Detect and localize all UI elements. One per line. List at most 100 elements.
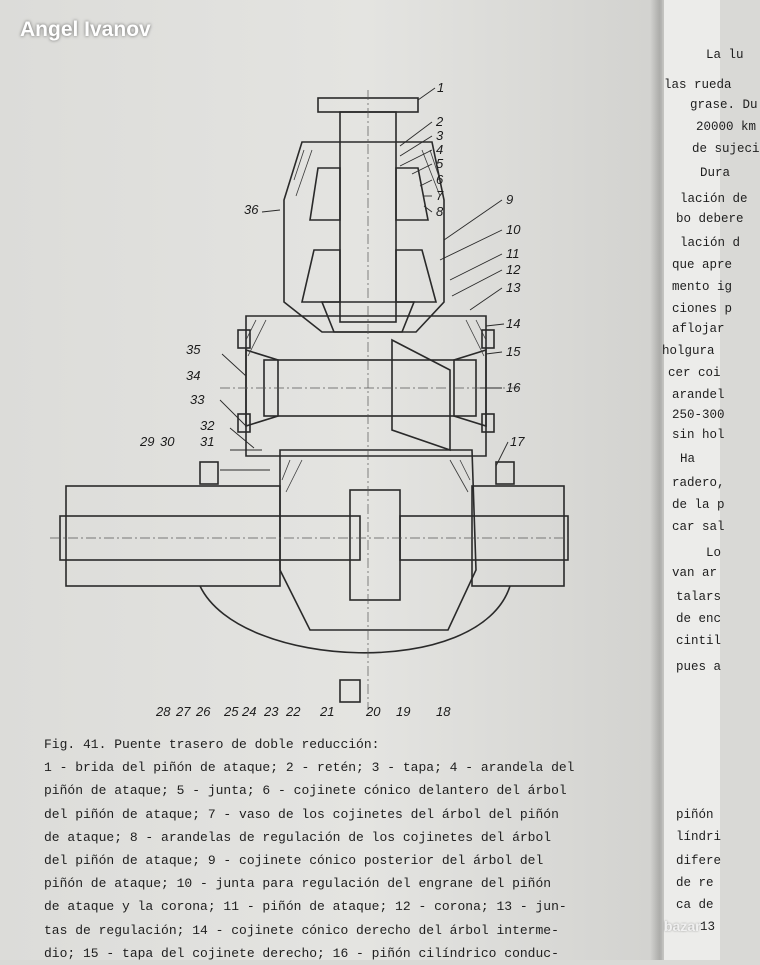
right-page-line: ca de xyxy=(676,898,714,912)
caption-line: piñón de ataque; 10 - junta para regulac… xyxy=(44,876,552,892)
rear-bearing-left xyxy=(300,249,341,303)
axle-drawing xyxy=(50,87,569,710)
right-page-line: radero, xyxy=(672,476,725,490)
caption-line: dio; 15 - tapa del cojinete derecho; 16 … xyxy=(44,945,559,961)
callout-8: 8 xyxy=(436,204,444,219)
right-page-line: 20000 km xyxy=(696,120,757,134)
right-page-line: de re xyxy=(676,876,714,890)
right-page-line: grase. Du xyxy=(690,98,758,112)
callout-35: 35 xyxy=(186,342,201,357)
bottom-cover xyxy=(199,585,511,654)
differential-case xyxy=(279,449,477,631)
crown-gear xyxy=(391,338,451,452)
right-page-line: Lo xyxy=(706,546,722,560)
callout-12: 12 xyxy=(506,262,521,277)
right-page-line: holgura xyxy=(662,344,715,358)
callout-33: 33 xyxy=(190,392,205,407)
spider-gears xyxy=(349,489,401,601)
right-page-line: bo debere xyxy=(676,212,744,226)
front-bearing-right xyxy=(395,167,429,221)
caption-line: 1 - brida del piñón de ataque; 2 - retén… xyxy=(44,760,575,776)
right-page-line: de enc xyxy=(676,612,722,626)
left-page xyxy=(0,0,662,960)
right-page-line: 13 xyxy=(700,920,716,934)
right-page-line: difere xyxy=(676,854,722,868)
callout-16: 16 xyxy=(506,380,521,395)
right-page-line: de sujeci xyxy=(692,142,760,156)
right-page-line: lación de xyxy=(680,192,748,206)
callout-21: 21 xyxy=(320,704,335,719)
drain-plug xyxy=(339,679,361,703)
callout-14: 14 xyxy=(506,316,521,331)
right-axle-tube xyxy=(471,485,565,587)
callout-23: 23 xyxy=(264,704,279,719)
figure-caption: Fig. 41. Puente trasero de doble reducci… xyxy=(44,733,660,965)
right-page-line: mento ig xyxy=(672,280,733,294)
callout-6: 6 xyxy=(436,172,444,187)
callout-3: 3 xyxy=(436,128,444,143)
callout-10: 10 xyxy=(506,222,521,237)
callout-30: 30 xyxy=(160,434,175,449)
caption-line: de ataque y la corona; 11 - piñón de ata… xyxy=(44,899,567,915)
callout-22: 22 xyxy=(286,704,301,719)
callout-9: 9 xyxy=(506,192,514,207)
right-page-line: líndri xyxy=(676,830,722,844)
right-page-line: de la p xyxy=(672,498,725,512)
site-logo: bazar xyxy=(664,918,701,934)
callout-29: 29 xyxy=(140,434,155,449)
callout-36: 36 xyxy=(244,202,259,217)
rear-bearing-right xyxy=(395,249,438,303)
callout-31: 31 xyxy=(200,434,215,449)
callout-4: 4 xyxy=(436,142,444,157)
right-page-line: arandel xyxy=(672,388,725,402)
right-page-line: sin hol xyxy=(672,428,725,442)
right-page-line: Ha xyxy=(680,452,696,466)
pinion-housing xyxy=(283,141,445,333)
callout-26: 26 xyxy=(196,704,211,719)
callout-15: 15 xyxy=(506,344,521,359)
right-page-line: aflojar xyxy=(672,322,725,336)
callout-19: 19 xyxy=(396,704,411,719)
callout-20: 20 xyxy=(366,704,381,719)
callout-13: 13 xyxy=(506,280,521,295)
right-page-line: las rueda xyxy=(664,78,732,92)
callout-11: 11 xyxy=(506,246,520,261)
technical-drawing: 1 2 3 4 5 6 7 8 9 10 11 12 13 14 15 16 1… xyxy=(40,70,570,725)
front-bearing-left xyxy=(309,167,341,221)
callout-2: 2 xyxy=(436,114,444,129)
right-page-line: lación d xyxy=(680,236,741,250)
pinion-gear xyxy=(320,301,416,333)
callout-24: 24 xyxy=(242,704,257,719)
left-axle-tube xyxy=(65,485,281,587)
callout-5: 5 xyxy=(436,156,444,171)
right-page-line: cintil xyxy=(676,634,722,648)
callout-32: 32 xyxy=(200,418,215,433)
right-page-line: talars xyxy=(676,590,722,604)
right-cross-bearing xyxy=(453,348,487,428)
callout-28: 28 xyxy=(156,704,171,719)
callout-27: 27 xyxy=(176,704,191,719)
left-cross-bearing xyxy=(245,348,279,428)
caption-line: de ataque; 8 - arandelas de regulación d… xyxy=(44,829,552,845)
right-page-line: Dura xyxy=(700,166,731,180)
right-page-line: 250-300 xyxy=(672,408,725,422)
callout-25: 25 xyxy=(224,704,239,719)
caption-line: del piñón de ataque; 7 - vaso de los coj… xyxy=(44,806,559,822)
right-page-line: piñón xyxy=(676,808,714,822)
callout-1: 1 xyxy=(437,80,445,95)
right-page-line: car sal xyxy=(672,520,725,534)
callout-18: 18 xyxy=(436,704,451,719)
watermark: Angel Ivanov xyxy=(20,18,151,41)
right-page-line: pues a xyxy=(676,660,722,674)
right-page-line: cer coi xyxy=(668,366,721,380)
callout-17: 17 xyxy=(510,434,525,449)
right-page-line: que apre xyxy=(672,258,733,272)
caption-title: Fig. 41. Puente trasero de doble reducci… xyxy=(44,737,380,752)
book-gutter xyxy=(650,0,666,960)
caption-line: del piñón de ataque; 9 - cojinete cónico… xyxy=(44,853,544,869)
caption-line: piñón de ataque; 5 - junta; 6 - cojinete… xyxy=(44,783,567,799)
callout-7: 7 xyxy=(436,188,444,203)
caption-line: tas de regulación; 14 - cojinete cónico … xyxy=(44,922,559,938)
right-page-line: van ar xyxy=(672,566,718,580)
